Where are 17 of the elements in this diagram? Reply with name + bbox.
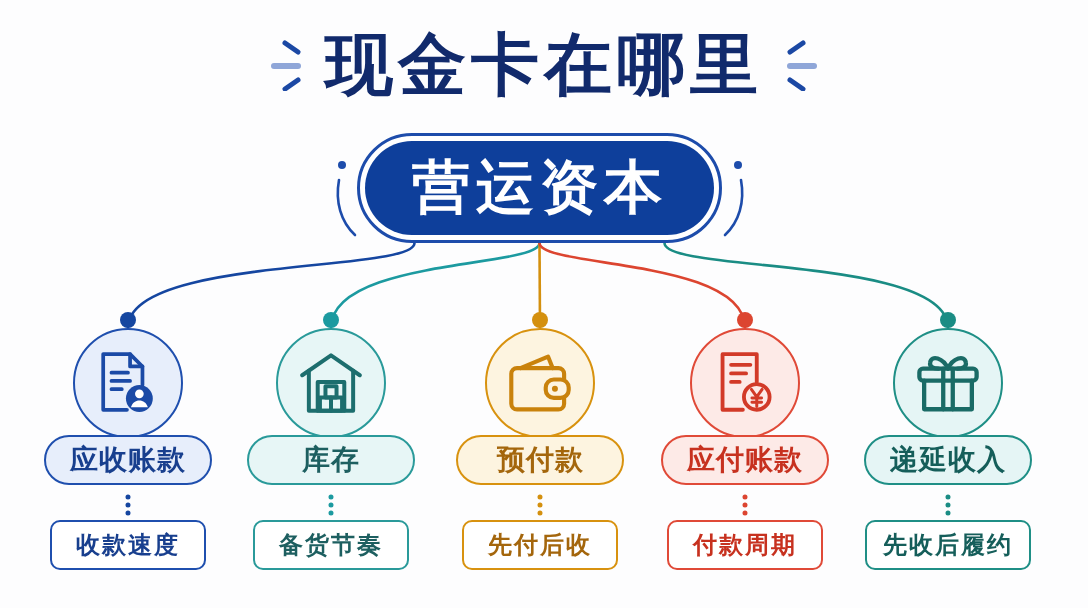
category-tag: 预付款: [456, 435, 624, 485]
detail-card: 付款周期: [667, 520, 823, 570]
category-tag: 应收账款: [44, 435, 212, 485]
connector-line: [538, 242, 752, 329]
connector-line: [532, 243, 548, 328]
category-tag: 递延收入: [864, 435, 1032, 485]
category-tag: 应付账款: [661, 435, 829, 485]
connector-line: [122, 242, 416, 329]
detail-card: 先付后收: [462, 520, 618, 570]
connector-line: [325, 242, 541, 329]
detail-card: 备货节奏: [253, 520, 409, 570]
connector-line: [663, 242, 954, 329]
category-tag: 库存: [247, 435, 415, 485]
diagram-title: 现金卡在哪里: [325, 28, 763, 103]
topic-label: 营运资本: [365, 141, 714, 235]
detail-card: 先收后履约: [865, 520, 1031, 570]
detail-card: 收款速度: [50, 520, 206, 570]
